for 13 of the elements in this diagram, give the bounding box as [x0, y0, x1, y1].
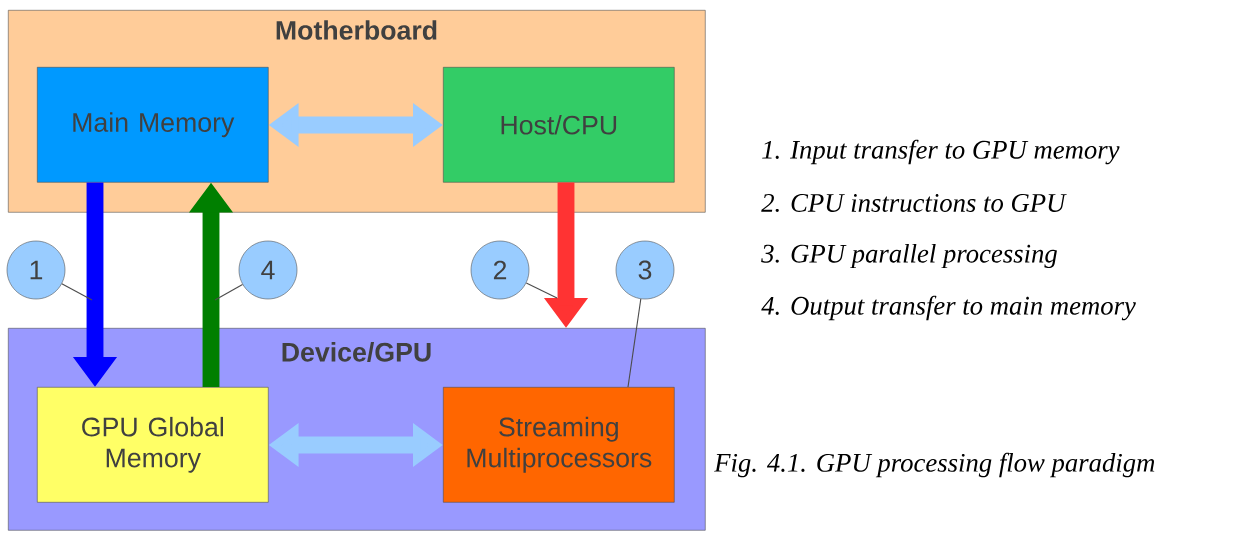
list-item: 4. Output transfer to main memory	[761, 295, 1136, 321]
leader-line	[214, 283, 244, 301]
list-item: 3. GPU parallel processing	[761, 243, 1057, 269]
component-box: Streaming Multiprocessors	[443, 387, 675, 503]
list-item: 1. Input transfer to GPU memory	[762, 139, 1120, 165]
component-box: Host/CPU	[443, 67, 675, 183]
figure-caption: Fig. 4.1. GPU processing flow paradigm	[714, 452, 1155, 478]
component-box: Main Memory	[37, 67, 269, 183]
leader-line	[61, 283, 93, 301]
leader-line	[627, 298, 642, 388]
component-box: GPU Global Memory	[37, 387, 269, 503]
list-item: 2. CPU instructions to GPU	[761, 194, 1067, 213]
leader-line	[525, 282, 558, 299]
